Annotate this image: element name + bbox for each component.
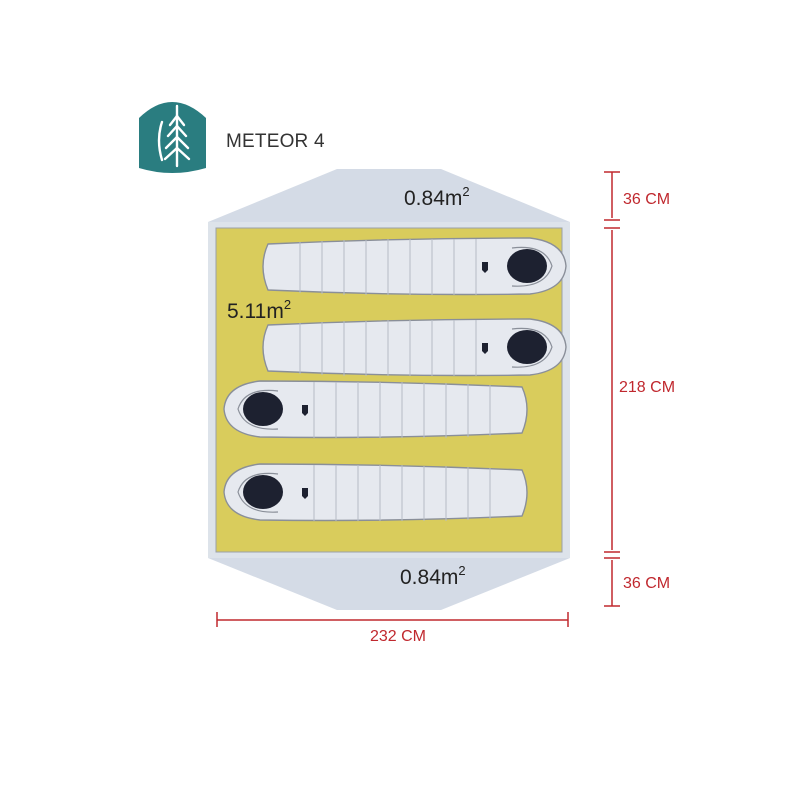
dimension-vestibule-top: 36 CM (623, 191, 670, 208)
vestibule-bottom-area-label: 0.84m2 (400, 563, 466, 589)
dimension-inner-length: 218 CM (619, 379, 675, 396)
sleeping-bag (262, 237, 567, 296)
sleeping-bag (262, 318, 567, 377)
horizontal-dimension-line (216, 612, 569, 627)
dimension-vestibule-bottom: 36 CM (623, 575, 670, 592)
vertical-dimension-line (604, 171, 620, 607)
sleeping-bag (223, 380, 528, 439)
product-title: METEOR 4 (226, 131, 325, 152)
brand-logo-icon (139, 102, 206, 173)
sleeping-bag (223, 463, 528, 522)
vestibule-top (208, 169, 570, 222)
vestibule-bottom (208, 558, 570, 610)
vestibule-top-area-label: 0.84m2 (404, 184, 470, 210)
dimension-width: 232 CM (370, 628, 426, 645)
inner-tent-area-label: 5.11m2 (227, 297, 291, 323)
